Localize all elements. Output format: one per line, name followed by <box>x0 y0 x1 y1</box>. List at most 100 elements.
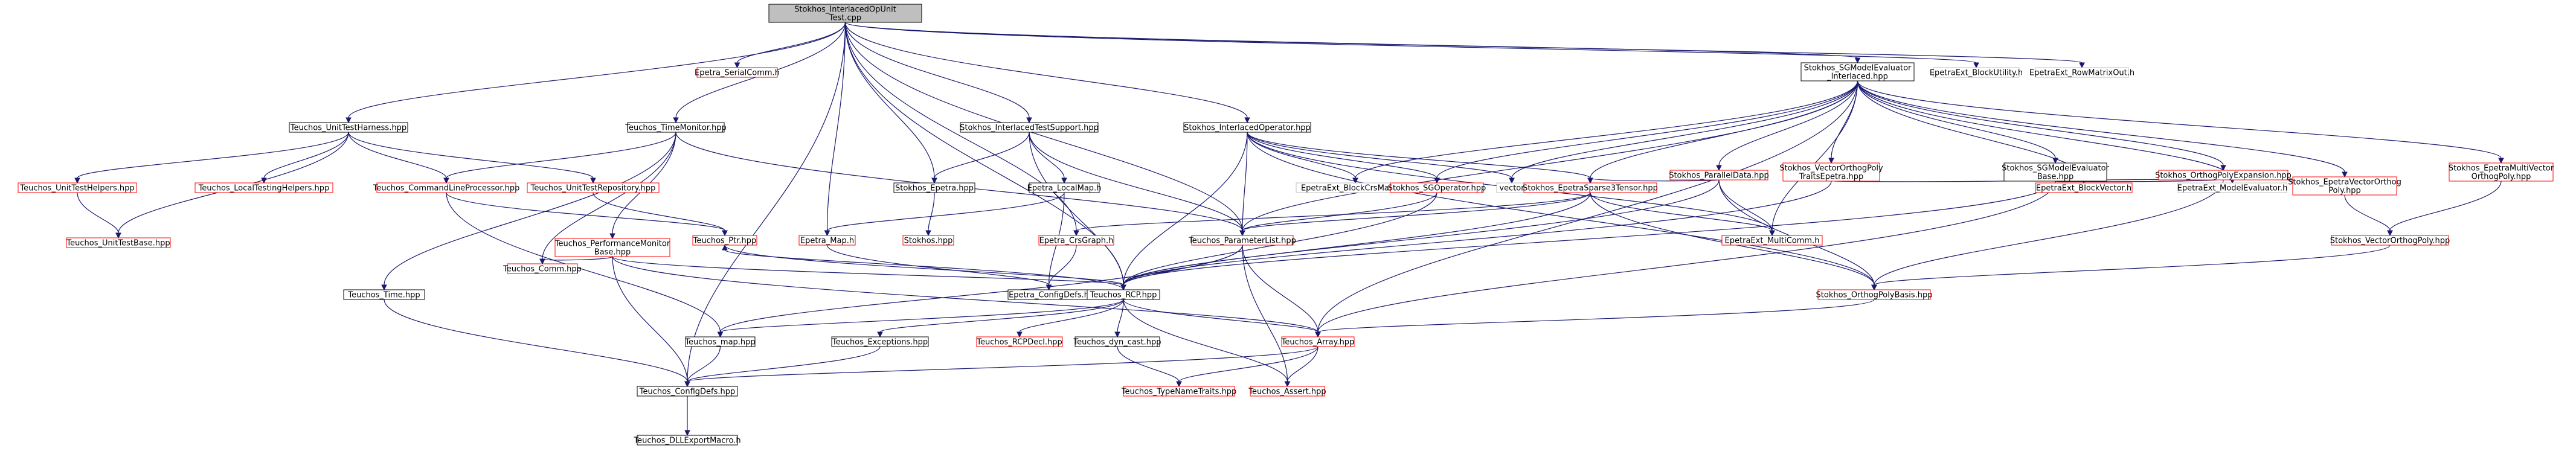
node-tnt[interactable]: Teuchos_TypeNameTraits.hpp <box>1121 386 1237 397</box>
node-ecg[interactable]: Epetra_CrsGraph.h <box>1038 235 1114 246</box>
node-emc[interactable]: EpetraExt_MultiComm.h <box>1721 235 1823 246</box>
node-label: Stokhos_InterlacedOpUnit <box>794 5 896 14</box>
node-tm[interactable]: Teuchos_TimeMonitor.hpp <box>625 122 727 133</box>
node-sepetra[interactable]: Stokhos_Epetra.hpp <box>893 182 975 193</box>
node-ttime[interactable]: Teuchos_Time.hpp <box>343 289 425 300</box>
node-box[interactable] <box>1669 170 1768 181</box>
node-ess[interactable]: Stokhos_EpetraSparse3Tensor.hpp <box>1523 182 1658 193</box>
node-box <box>2177 182 2287 193</box>
node-box[interactable] <box>902 235 954 246</box>
node-box[interactable] <box>1123 386 1235 397</box>
node-box[interactable] <box>637 386 738 397</box>
node-ptr[interactable]: Teuchos_Ptr.hpp <box>692 235 757 246</box>
edge-pd-to-ess <box>1587 177 1720 184</box>
node-box[interactable] <box>527 182 660 193</box>
node-dyncast[interactable]: Teuchos_dyn_cast.hpp <box>1073 336 1161 347</box>
node-label: Stokhos_VectorOrthogPoly.hpp <box>2330 237 2450 246</box>
node-box[interactable] <box>1281 336 1355 347</box>
node-box[interactable] <box>18 182 137 193</box>
node-tcd[interactable]: Teuchos_ConfigDefs.hpp <box>637 386 738 397</box>
node-texc[interactable]: Teuchos_Exceptions.hpp <box>831 336 929 347</box>
node-lth[interactable]: Teuchos_LocalTestingHelpers.hpp <box>194 182 333 193</box>
node-box[interactable] <box>1087 289 1160 300</box>
node-box[interactable] <box>66 237 171 248</box>
node-box[interactable] <box>2158 170 2289 181</box>
node-assert[interactable]: Teuchos_Assert.hpp <box>1248 386 1326 397</box>
node-box[interactable] <box>1074 336 1160 347</box>
node-box[interactable] <box>1191 235 1294 246</box>
node-box[interactable] <box>831 336 929 347</box>
node-rcpdecl[interactable]: Teuchos_RCPDecl.hpp <box>976 336 1063 347</box>
node-vopoly[interactable]: Stokhos_VectorOrthogPoly.hpp <box>2330 235 2450 246</box>
node-box[interactable] <box>1038 235 1114 246</box>
node-box[interactable] <box>976 336 1063 347</box>
node-eprmo: EpetraExt_RowMatrixOut.h <box>2029 67 2134 78</box>
node-rcp[interactable]: Teuchos_RCP.hpp <box>1087 289 1160 300</box>
edge-iop-to-vector <box>1247 132 1515 184</box>
node-ope[interactable]: Stokhos_OrthogPolyExpansion.hpp <box>2155 170 2292 181</box>
node-box[interactable] <box>554 238 670 257</box>
node-emap[interactable]: Epetra_Map.h <box>798 235 856 246</box>
node-label: Stokhos_SGModelEvaluator <box>2002 164 2109 173</box>
node-box[interactable] <box>2449 162 2554 182</box>
node-box[interactable] <box>289 122 408 133</box>
node-tmap[interactable]: Teuchos_map.hpp <box>684 336 756 347</box>
node-box[interactable] <box>1183 122 1311 133</box>
node-box[interactable] <box>2331 235 2449 246</box>
node-box[interactable] <box>692 235 757 246</box>
node-box[interactable] <box>1029 182 1100 193</box>
node-box[interactable] <box>893 182 975 193</box>
node-box[interactable] <box>637 435 738 446</box>
node-box[interactable] <box>1817 289 1931 300</box>
node-box[interactable] <box>960 122 1099 133</box>
node-box[interactable] <box>376 182 516 193</box>
node-box[interactable] <box>343 289 425 300</box>
node-box[interactable] <box>1721 235 1823 246</box>
node-box[interactable] <box>1390 182 1484 193</box>
node-box[interactable] <box>685 336 756 347</box>
edge-uth-to-lth <box>261 132 349 184</box>
edge-ess-to-ecg <box>1073 192 1591 237</box>
node-box[interactable] <box>2003 162 2107 182</box>
node-sgme[interactable]: Stokhos_SGModelEvaluator_Interlaced.hpp <box>1800 62 1915 82</box>
node-box[interactable] <box>1523 182 1657 193</box>
edge-uth-to-utr <box>348 132 596 184</box>
node-box[interactable] <box>696 67 778 78</box>
node-utb[interactable]: Teuchos_UnitTestBase.hpp <box>66 237 171 248</box>
node-box[interactable] <box>798 235 856 246</box>
node-its[interactable]: Stokhos_InterlacedTestSupport.hpp <box>960 122 1099 133</box>
node-comm[interactable]: Teuchos_Comm.hpp <box>503 263 582 274</box>
node-box[interactable] <box>627 122 725 133</box>
node-dll[interactable]: Teuchos_DLLExportMacro.h <box>633 435 741 446</box>
node-elm[interactable]: Epetra_LocalMap.h <box>1027 182 1102 193</box>
node-label: Poly.hpp <box>2328 187 2361 196</box>
node-box[interactable] <box>194 182 333 193</box>
node-iop[interactable]: Stokhos_InterlacedOperator.hpp <box>1183 122 1311 133</box>
node-pd[interactable]: Stokhos_ParallelData.hpp <box>1669 170 1769 181</box>
node-sgop[interactable]: Stokhos_SGOperator.hpp <box>1388 182 1486 193</box>
node-uthelp[interactable]: Teuchos_UnitTestHelpers.hpp <box>18 182 137 193</box>
node-clp[interactable]: Teuchos_CommandLineProcessor.hpp <box>373 182 520 193</box>
edge-tcd-to-dll <box>684 396 690 436</box>
node-box[interactable] <box>2035 182 2133 193</box>
node-utr[interactable]: Teuchos_UnitTestRepository.hpp <box>527 182 660 193</box>
node-ebv[interactable]: EpetraExt_BlockVector.h <box>2035 182 2133 193</box>
node-stokhoshpp[interactable]: Stokhos.hpp <box>902 235 954 246</box>
node-box[interactable] <box>2292 176 2397 196</box>
node-box[interactable] <box>1782 162 1880 182</box>
node-ecd[interactable]: Epetra_ConfigDefs.h <box>1007 289 1090 300</box>
node-tarray[interactable]: Teuchos_Array.hpp <box>1281 336 1355 347</box>
node-box[interactable] <box>507 263 578 274</box>
node-box[interactable] <box>1800 62 1915 82</box>
node-opb[interactable]: Stokhos_OrthogPolyBasis.hpp <box>1816 289 1933 300</box>
node-eser[interactable]: Epetra_SerialComm.h <box>695 67 780 78</box>
node-ebcm: EpetraExt_BlockCrsMatrix.h <box>1296 182 1415 193</box>
node-tpl[interactable]: Teuchos_ParameterList.hpp <box>1188 235 1296 246</box>
node-uth[interactable]: Teuchos_UnitTestHarness.hpp <box>289 122 408 133</box>
node-box[interactable] <box>1250 386 1325 397</box>
